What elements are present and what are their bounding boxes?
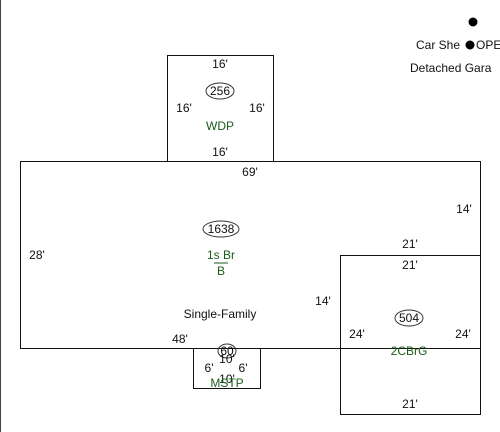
main-area-oval [202,220,240,238]
main-dim-inner-right: 14' [315,294,331,308]
main-dim-right-top: 14' [456,202,472,216]
legend-car-shed-tail: OPE [476,38,500,52]
legend-detached-garage: Detached Gara [410,61,492,75]
garage-dim-bottom: 21' [402,397,418,411]
main-area: 1638 [208,222,235,236]
main-code-bottom: B [217,264,225,278]
garage-dim-top-inner: 21' [402,258,418,272]
legend-car-shed: Car She [416,38,460,52]
garage-area: 504 [399,311,419,325]
mstp-area: 60 [220,344,234,358]
wdp-dim-bottom: 16' [212,145,228,159]
main-use: Single-Family [184,307,257,321]
garage-area-oval [394,309,424,327]
garage-dim-left: 24' [349,327,365,341]
garage-outline [340,255,481,415]
garage-dim-right: 24' [455,327,471,341]
wdp-dim-top: 16' [212,57,228,71]
legend-marker-top [468,17,478,27]
mstp-dim-bottom: 10' [219,372,235,386]
mstp-dim-left: 6' [205,361,214,375]
main-dim-top: 69' [242,165,258,179]
wdp-dim-right: 16' [249,101,265,115]
wdp-area-oval [205,82,235,100]
garage-code: 2CBrG [391,344,428,358]
mstp-code: MSTP [210,376,243,390]
main-dim-bottom: 48' [172,332,188,346]
garage-dim-top-outer: 21' [402,237,418,251]
wdp-code: WDP [206,119,234,133]
main-code-top: 1s Br [207,248,235,262]
wdp-dim-left: 16' [176,101,192,115]
wdp-area: 256 [210,84,230,98]
mstp-outline [193,348,261,389]
mstp-dim-right: 6' [239,361,248,375]
legend-marker-car-shed [465,40,475,50]
main-dim-left: 28' [29,248,45,262]
mstp-dim-top: 10' [219,352,235,366]
mstp-area-oval [217,343,237,359]
